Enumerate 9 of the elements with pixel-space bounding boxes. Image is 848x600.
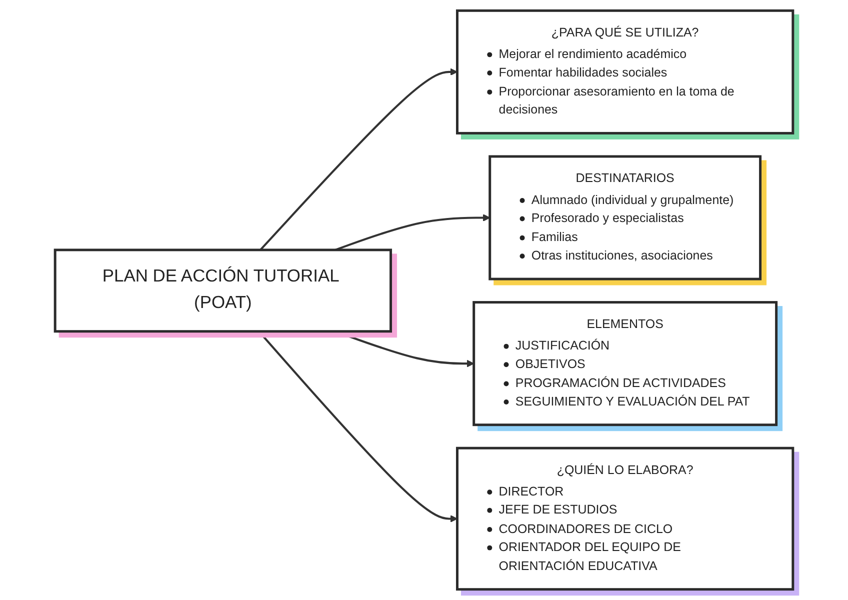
arrow (334, 214, 490, 251)
node-box: PLAN DE ACCIÓN TUTORIAL (POAT) (54, 248, 392, 333)
arrow (260, 68, 458, 251)
node-box: ELEMENTOS JUSTIFICACIÓN OBJETIVOS PROGRAMACIÓN DE ACTIVIDADES SEGUIMIENTO Y EVALUACIÓN DEL PAT (472, 301, 778, 426)
node-box: ¿QUIÉN LO ELABORA? DIRECTOR JEFE DE ESTUDIOS COORDINADORES DE CICLO ORIENTADOR DEL EQUIPO DE ORIENTACIÓN EDUCATIVA (456, 446, 794, 591)
node-box: DESTINATARIOS Alumnado (individual y grupalmente) Profesorado y especialistas Familias Otras instituciones, asociaciones (488, 155, 762, 280)
arrow (334, 330, 474, 368)
arrow (258, 330, 458, 522)
node-box: ¿PARA QUÉ SE UTILIZA? Mejorar el rendimiento académico Fomentar habilidades sociales Proporcionar asesoramiento en la toma de decisiones (456, 9, 794, 134)
